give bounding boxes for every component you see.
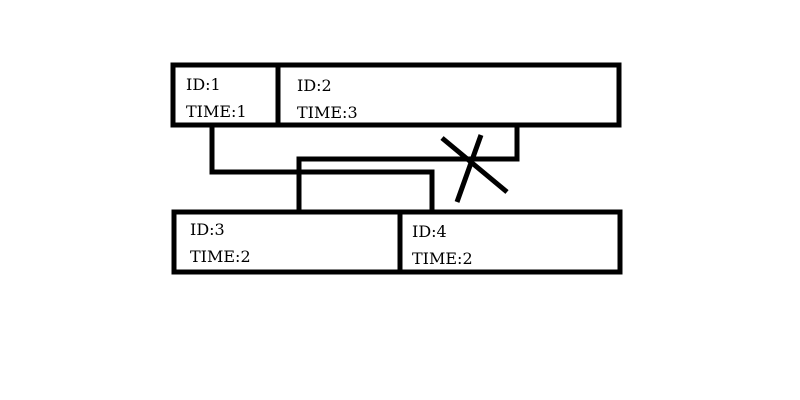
cross-out-mark [440,134,509,203]
task-2-id: ID:2 [297,76,332,95]
link-1-to-4 [209,125,435,212]
task-4-id: ID:4 [412,222,447,241]
cross-stroke-a [440,136,509,194]
top-row: ID:1 TIME:1 ID:2 TIME:3 [170,62,622,128]
task-1-time: TIME:1 [186,102,247,121]
bottom-row: ID:3 TIME:2 ID:4 TIME:2 [171,209,623,275]
task-2-time: TIME:3 [297,103,358,122]
task-4-time: TIME:2 [412,249,473,268]
connectors [209,125,520,212]
cross-stroke-b [454,134,484,203]
task-3-id: ID:3 [190,220,225,239]
task-box-2 [275,62,622,128]
link-2-to-3 [296,125,520,212]
task-1-id: ID:1 [186,75,221,94]
task-3-time: TIME:2 [190,247,251,266]
task-box-4 [397,209,623,275]
